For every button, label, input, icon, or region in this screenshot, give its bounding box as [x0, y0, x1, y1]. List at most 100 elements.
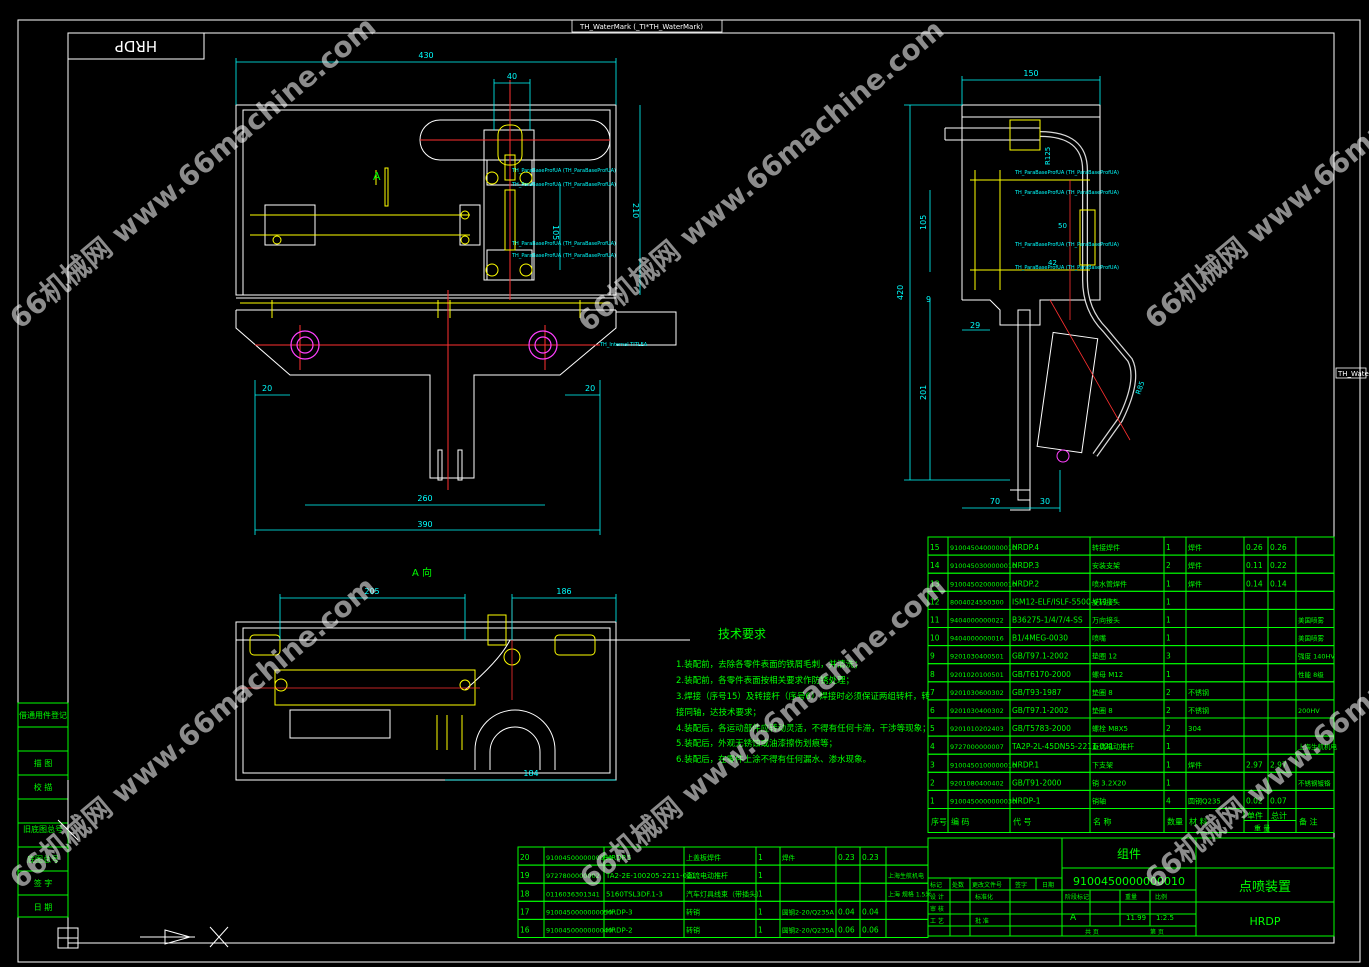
- bom-bottom-cell: 0.23: [862, 853, 879, 862]
- bom-right-cell: 2: [930, 778, 935, 787]
- bom-right-cell: HRDP.1: [1012, 760, 1039, 769]
- bom-right-cell: 8: [930, 670, 935, 679]
- tb-label-13: 共 页: [1085, 928, 1099, 936]
- bom-right-cell: 1: [1166, 670, 1171, 679]
- bom-bottom-cell: HRDP.5: [606, 854, 631, 862]
- side-dim-201: 201: [919, 385, 928, 400]
- bom-right-cell: 转接焊件: [1092, 543, 1120, 552]
- bom-bottom-cell: 20: [520, 853, 530, 862]
- bom-header-cell: 备 注: [1299, 817, 1318, 827]
- bom-bottom-cell: 0.06: [838, 926, 855, 935]
- bom-bottom-cell: 9100450000000040: [546, 927, 612, 935]
- left-strip: 借通用件登记 描 图 校 描 旧底图总号 底图总号 签 字 日 期: [17, 702, 69, 918]
- side-tag-2: TH_ParaBaseProfUA (TH_ParaBaseProfUA): [1014, 190, 1119, 196]
- bom-right-cell: 销轴: [1092, 797, 1106, 806]
- bom-right-cell: B1/4MEG-0030: [1012, 634, 1068, 643]
- header-tag: TH_WaterMark (_TI*TH_WaterMark): [579, 23, 703, 31]
- bom-right-cell: 焊件: [1188, 543, 1202, 552]
- bom-bottom-cell: 9100450000000050: [546, 908, 612, 916]
- bom-right-cell: 304: [1188, 725, 1202, 733]
- bom-bottom-cell: 直流电动推杆: [686, 871, 728, 880]
- bom-right-cell: 0.26: [1270, 543, 1287, 552]
- bom-bottom-cell: 1: [758, 926, 763, 935]
- bom-right-cell: 9201030400501: [950, 653, 1004, 661]
- bom-header-cell: 数量: [1167, 817, 1183, 827]
- bom-right-cell: 不锈钢: [1188, 688, 1209, 697]
- side-dim-9: 9: [926, 295, 931, 304]
- bom-right-cell: ISM12-ELF/ISLF-5500-V111*: [1012, 597, 1116, 606]
- tb-label-9: 批 准: [975, 917, 989, 925]
- bom-bottom-cell: 焊件: [782, 853, 796, 862]
- bom-header-cell: 代 号: [1013, 817, 1032, 827]
- bom-right-cell: 11: [930, 616, 940, 625]
- bom-right-cell: 焊件: [1188, 579, 1202, 588]
- bom-right-cell: 3: [930, 760, 935, 769]
- bom-right-cell: 2: [1166, 561, 1171, 570]
- tb-label-12: 比例: [1155, 893, 1167, 901]
- bom-right-cell: 1: [1166, 778, 1171, 787]
- bom-right-cell: 上海生航机电: [1298, 742, 1338, 751]
- strip-2: 校 描: [34, 782, 53, 792]
- strip-1: 描 图: [34, 758, 53, 768]
- bom-bottom-cell: 1: [758, 907, 763, 916]
- bom-right-cell: 1: [1166, 579, 1171, 588]
- bom-right-cell: TA2P-2L-45DN55-2211-021: [1011, 742, 1114, 751]
- tb-label-4: 日期: [1042, 881, 1054, 889]
- bom-right-cell: 焊件: [1188, 760, 1202, 769]
- side-dim-42: 42: [1048, 259, 1057, 267]
- bom-right-cell: 美国喷雾: [1298, 634, 1325, 643]
- bom-bottom-cell: 1: [758, 871, 763, 880]
- bom-right-cell: 9100450200000010: [950, 580, 1016, 588]
- bom-right-cell: 2.97: [1246, 760, 1263, 769]
- bom-right-cell: 9: [930, 652, 935, 661]
- bom-bottom-cell: 16: [520, 926, 530, 935]
- bom-bottom-cell: 上海 规格 1.5米: [888, 890, 931, 898]
- bom-right-cell: 万向接头: [1092, 616, 1120, 625]
- bom-right-cell: GB/T6170-2000: [1012, 670, 1071, 679]
- tb-scale: 1:2.5: [1156, 914, 1174, 922]
- front-tag-4: TH_ParaBaseProfUA (TH_ParaBaseProfUA): [511, 253, 616, 259]
- tb-label-8: 工 艺: [930, 917, 944, 925]
- title-block: 标记 处数 更改文件号 签字 日期 设 计 标准化 审 核 工 艺 批 准 阶段…: [927, 837, 1335, 937]
- strip-3: 旧底图总号: [23, 824, 63, 834]
- tech-line-6: 5.装配后，外观无锈蚀或油漆擦伤划痕等；: [676, 738, 837, 749]
- bom-right-cell: 喷嘴: [1092, 634, 1106, 643]
- bom-right-cell: 9404000000022: [950, 617, 1004, 625]
- bom-right-cell: 2.97: [1270, 760, 1287, 769]
- front-view: 430 40 210 105 20 20 260 390 A TH_ParaBa…: [235, 51, 677, 535]
- bom-bottom-cell: 1: [758, 853, 763, 862]
- bom-right-cell: 销 3.2X20: [1092, 778, 1126, 787]
- bom-bottom-cell: 9100450000000050: [546, 854, 612, 862]
- side-dim-30: 30: [1040, 497, 1050, 506]
- bom-right-cell: 200HV: [1298, 707, 1320, 715]
- view-a-dim-186: 186: [556, 587, 571, 596]
- bom-header-cell: 序号: [931, 817, 947, 827]
- front-tag-5: TH_Internal TITLEA: [599, 342, 648, 348]
- tb-weight: 11.99: [1126, 914, 1146, 922]
- bom-bottom-cell: TA2-2E-100205-2211-021: [605, 872, 696, 880]
- bom-right-cell: 2: [1166, 706, 1171, 715]
- strip-5: 签 字: [34, 878, 53, 888]
- tb-label-0: 标记: [930, 881, 942, 889]
- bom-right-cell: 垫圈 8: [1092, 688, 1113, 697]
- bom-bottom-cell: HRDP-3: [606, 908, 633, 916]
- bom-header-cell: 总计: [1271, 811, 1287, 821]
- front-tag-1: TH_ParaBaseProfUA (TH_ParaBaseProfUA): [511, 168, 616, 174]
- bom-right-cell: 1: [1166, 634, 1171, 643]
- bom-right-cell: 10: [930, 634, 940, 643]
- bom-right-cell: 0.11: [1246, 561, 1263, 570]
- bom-right-cell: HRDP-1: [1012, 797, 1041, 806]
- bom-right-cell: 2: [1166, 688, 1171, 697]
- dim-390: 390: [417, 520, 432, 529]
- frame-label: HRDP: [115, 37, 157, 55]
- side-dim-420: 420: [896, 285, 905, 300]
- dim-105: 105: [551, 225, 560, 240]
- tb-label-3: 签字: [1015, 881, 1027, 889]
- bom-right-cell: 不锈钢镀铬: [1298, 778, 1331, 787]
- bom-right-cell: 4: [1166, 797, 1171, 806]
- bom-bottom-cell: 0.04: [838, 907, 855, 916]
- bom-right-cell: 螺栓 M8X5: [1092, 724, 1128, 733]
